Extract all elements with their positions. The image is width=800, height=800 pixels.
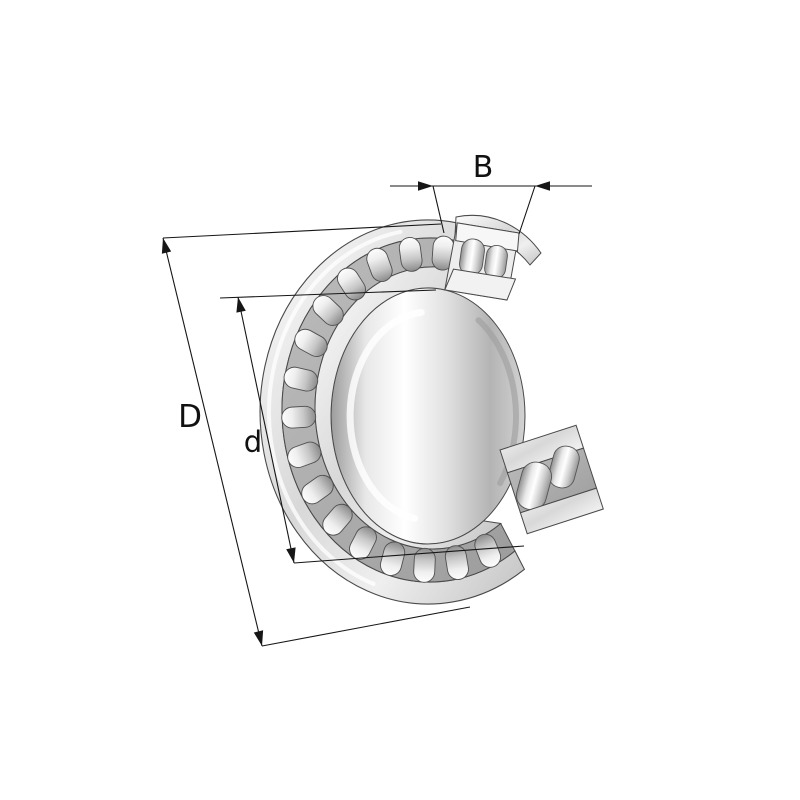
- lower-cut-roller-1: [515, 461, 553, 511]
- dimension-arrow-d-bottom: [286, 547, 296, 563]
- roller-row: [281, 235, 502, 583]
- dimension-label-d: d: [244, 425, 262, 459]
- upper-cut-section: [444, 214, 542, 301]
- roller: [413, 547, 436, 583]
- roller: [474, 533, 502, 568]
- roller: [301, 474, 334, 505]
- extension-line-D-bottom: [261, 606, 471, 647]
- upper-cut-outer-ring-section: [455, 222, 520, 252]
- roller: [337, 267, 366, 301]
- roller: [444, 545, 469, 580]
- dimension-arrow-D-bottom: [253, 630, 264, 646]
- roller: [322, 503, 353, 536]
- roller: [281, 405, 317, 429]
- dimension-label-D: D: [178, 399, 202, 435]
- bore-surface: [330, 287, 526, 545]
- dimension-arrow-d-top: [236, 297, 246, 313]
- dimension-arrow-B-right: [535, 181, 550, 191]
- bearing-illustration: [259, 214, 604, 605]
- roller: [283, 366, 319, 392]
- extension-line-B-left: [432, 185, 445, 234]
- dimensioning: [161, 181, 592, 647]
- extension-line-d-top: [219, 289, 437, 299]
- lower-cut-section: [499, 424, 604, 535]
- extension-line-D-top: [162, 223, 442, 239]
- extension-line-B-right: [518, 185, 536, 235]
- bore-highlight: [346, 308, 425, 522]
- roller: [312, 295, 344, 326]
- upper-cut-inner-ring-section: [444, 268, 517, 301]
- extension-line-d-bottom: [293, 545, 525, 564]
- dimension-label-B: B: [473, 150, 494, 185]
- dimension-arrow-D-top: [161, 238, 172, 254]
- roller: [398, 237, 423, 272]
- lower-cut-inner-ring-section: [519, 487, 604, 535]
- roller: [366, 247, 393, 282]
- dimension-arrow-B-left: [418, 181, 433, 191]
- roller: [287, 441, 322, 468]
- roller: [294, 328, 328, 357]
- lower-cut-roller-2: [548, 445, 580, 489]
- dimension-line-d: [237, 296, 295, 564]
- outer-ring-highlight: [266, 229, 403, 586]
- dimension-line-D: [162, 237, 263, 647]
